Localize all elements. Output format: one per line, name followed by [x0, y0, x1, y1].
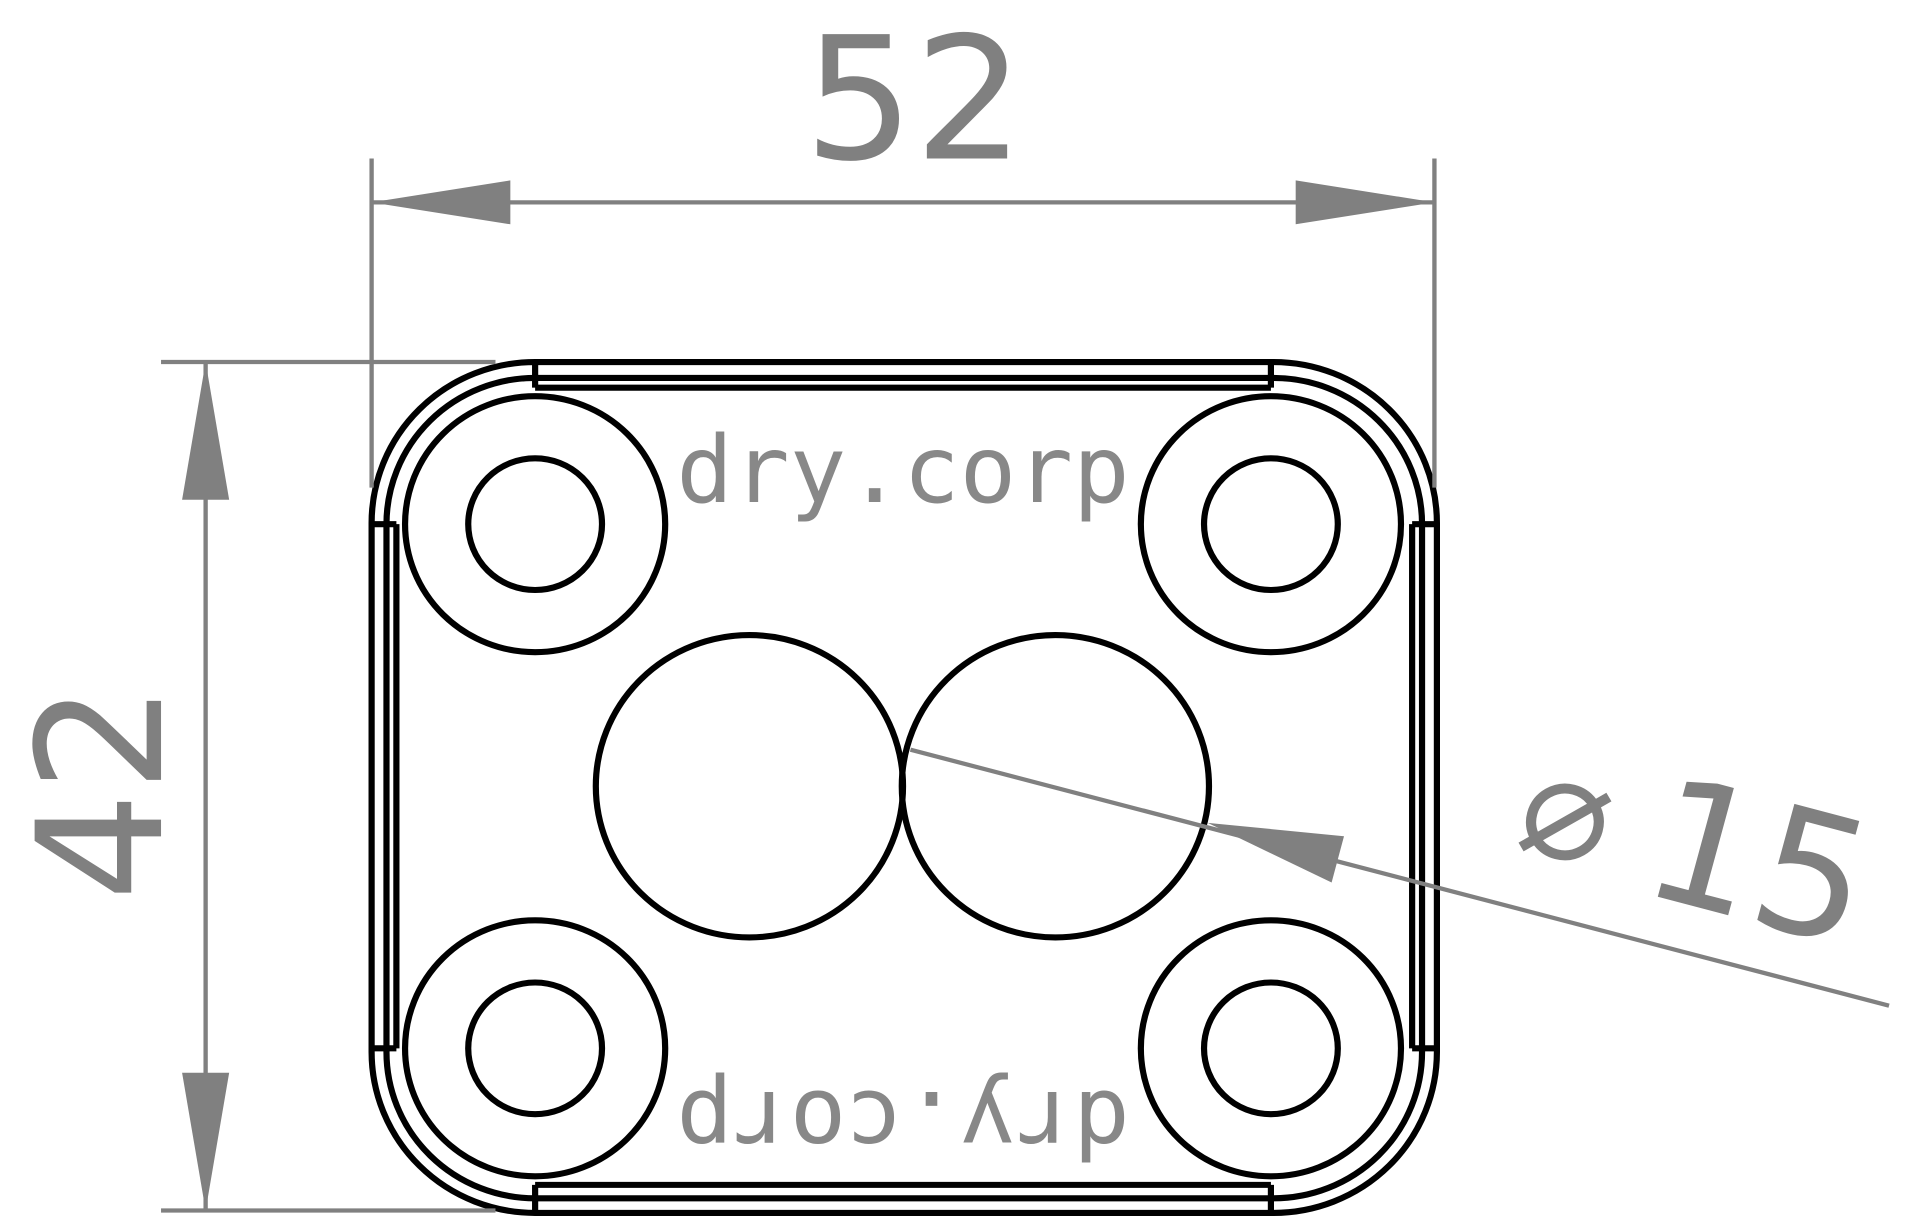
diameter-arrow-icon	[1207, 822, 1344, 883]
height-dimension: 42	[0, 359, 496, 1213]
height-label: 42	[0, 684, 202, 901]
corner-hole	[465, 979, 606, 1118]
corner-hole	[1200, 455, 1341, 594]
corner-boss	[1137, 917, 1405, 1180]
inner-border	[383, 374, 1426, 1202]
center-hole-right	[898, 632, 1213, 941]
engraving-top: dry.corp	[676, 417, 1129, 525]
part-outline	[368, 358, 1440, 1216]
corner-hole	[1200, 979, 1341, 1118]
center-hole-left	[592, 632, 907, 941]
mounting-holes	[401, 393, 1405, 1180]
arrow-down-icon	[182, 1072, 230, 1211]
corner-boss	[1137, 393, 1405, 656]
corner-boss	[401, 917, 669, 1180]
diameter-symbol: ⌀	[1503, 714, 1634, 902]
arrow-right-icon	[1295, 180, 1435, 225]
corner-boss	[401, 393, 669, 656]
diameter-dimension: ⌀ 15	[909, 714, 1892, 1008]
width-dimension: 52	[369, 0, 1437, 488]
width-label: 52	[804, 0, 1025, 199]
engraving-bottom: dry.corp	[676, 1069, 1129, 1177]
arrow-up-icon	[182, 362, 230, 500]
outer-border	[368, 358, 1440, 1216]
arrow-left-icon	[371, 180, 511, 225]
corner-hole	[465, 455, 606, 594]
